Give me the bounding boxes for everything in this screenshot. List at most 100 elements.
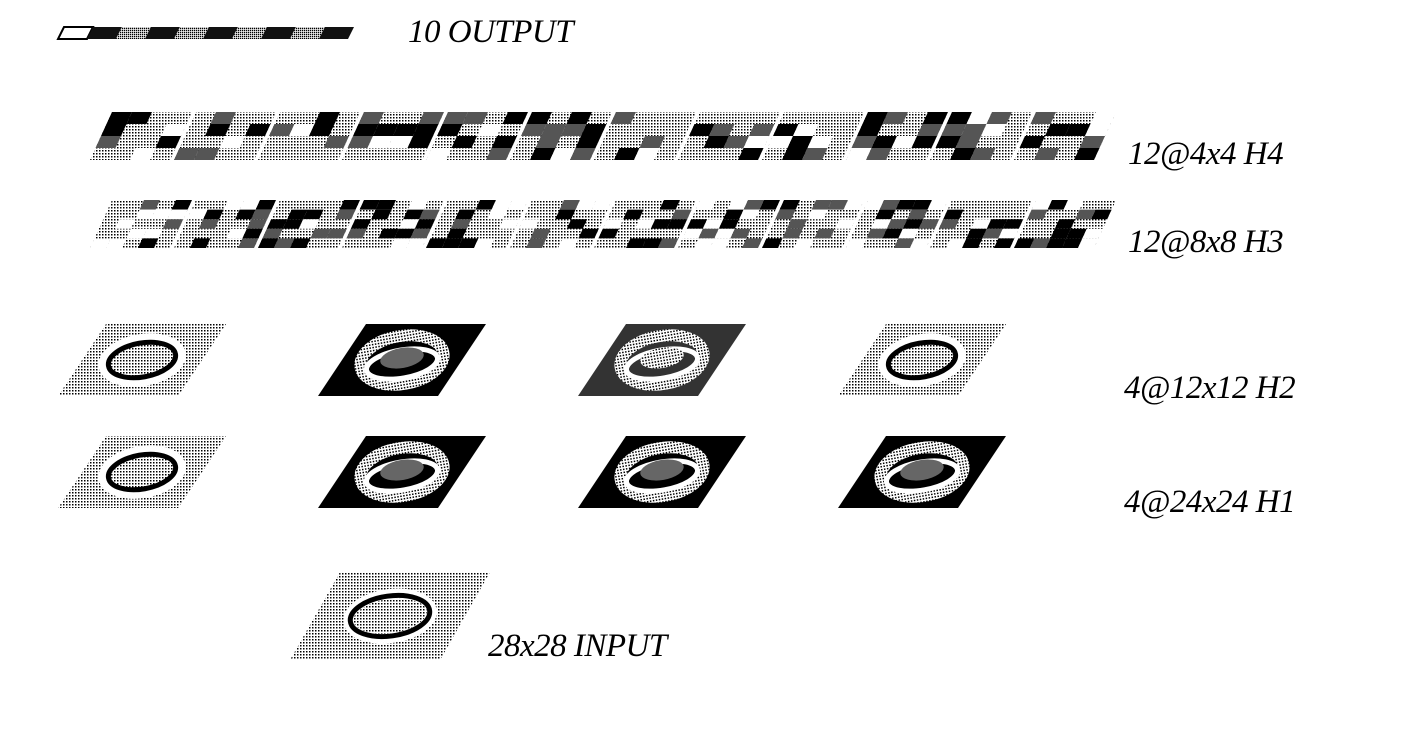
output-unit xyxy=(116,27,151,39)
feature-map-cell xyxy=(634,219,656,229)
feature-map-cell xyxy=(367,136,393,148)
feature-map-cell xyxy=(955,136,981,148)
feature-map-cell xyxy=(694,238,715,248)
feature-map-cell xyxy=(95,136,121,148)
feature-map-cell xyxy=(1078,238,1099,248)
feature-map-cell xyxy=(246,219,268,229)
feature-map-cell xyxy=(518,219,540,229)
feature-map-cell xyxy=(426,148,452,160)
feature-map-cell xyxy=(1075,209,1096,220)
output-unit xyxy=(174,27,209,39)
feature-map-cell xyxy=(961,124,987,136)
feature-map-cell xyxy=(477,124,503,136)
h4-layer-label: 12@4x4 H4 xyxy=(1128,136,1284,172)
h1-layer-label: 4@24x24 H1 xyxy=(1124,484,1296,520)
feature-map-cell xyxy=(139,200,160,210)
feature-map-cell xyxy=(487,209,508,220)
feature-map-cell xyxy=(375,200,396,210)
feature-map-cell xyxy=(555,209,576,220)
output-unit xyxy=(56,26,95,40)
feature-map-cell xyxy=(223,200,244,210)
h3-feature-map xyxy=(258,200,360,248)
feature-map-cell xyxy=(610,112,636,124)
ring-center xyxy=(900,459,944,481)
h1-feature-map xyxy=(578,436,746,508)
feature-map-cell xyxy=(130,148,156,160)
feature-map-cell xyxy=(851,136,877,148)
h4-feature-map xyxy=(342,112,444,160)
h1-feature-map xyxy=(838,436,1006,508)
h4-feature-map xyxy=(1014,112,1116,160)
feature-map-cell xyxy=(886,219,908,229)
h3-feature-map xyxy=(762,200,864,248)
feature-map-cell xyxy=(578,228,599,239)
h2-feature-map xyxy=(838,324,1006,396)
feature-map-cell xyxy=(507,200,528,210)
feature-map-background xyxy=(58,324,226,396)
feature-map-cell xyxy=(203,209,224,220)
h3-layer xyxy=(90,200,1116,248)
feature-map-cell xyxy=(566,112,592,124)
feature-map-cell xyxy=(998,228,1019,239)
feature-map-cell xyxy=(155,136,181,148)
feature-map-cell xyxy=(274,238,295,248)
feature-map-cell xyxy=(458,238,479,248)
h4-feature-map xyxy=(678,112,780,160)
feature-map-cell xyxy=(898,228,919,239)
feature-map-cell xyxy=(1079,136,1105,148)
feature-map-cell xyxy=(730,228,751,239)
output-unit xyxy=(261,27,296,39)
feature-map-cell xyxy=(1050,228,1071,239)
h3-feature-map xyxy=(174,200,276,248)
feature-map-cell xyxy=(907,209,928,220)
feature-map-cell xyxy=(695,200,716,210)
ring-feature xyxy=(885,339,959,381)
h2-layer xyxy=(58,324,1006,396)
feature-map-cell xyxy=(946,238,967,248)
feature-map-cell xyxy=(187,209,208,220)
ring-glow xyxy=(874,441,970,503)
feature-map-cell xyxy=(1065,124,1091,136)
feature-map-cell xyxy=(190,238,211,248)
feature-map-cell xyxy=(1054,219,1076,229)
feature-map-cell xyxy=(742,238,763,248)
feature-map-cell xyxy=(743,200,764,210)
feature-map-cell xyxy=(994,238,1015,248)
feature-map-cell xyxy=(882,112,908,124)
ring-center xyxy=(640,459,684,481)
feature-map-cell xyxy=(935,136,961,148)
feature-map-cell xyxy=(879,200,900,210)
feature-map-cell xyxy=(289,124,315,136)
feature-map-cell xyxy=(387,136,413,148)
h3-feature-map xyxy=(342,200,444,248)
feature-map-cell xyxy=(575,136,601,148)
feature-map-cell xyxy=(786,219,808,229)
feature-map-cell xyxy=(866,148,892,160)
feature-map-cell xyxy=(451,136,477,148)
feature-map-cell xyxy=(521,124,547,136)
h3-feature-map xyxy=(846,200,948,248)
feature-map-cell xyxy=(703,136,729,148)
ring-feature xyxy=(105,451,179,493)
feature-map-cell xyxy=(1002,219,1024,229)
feature-map-cell xyxy=(266,219,288,229)
feature-map-cell xyxy=(442,238,463,248)
feature-map-cell xyxy=(1027,209,1048,220)
feature-map-cell xyxy=(198,219,220,229)
feature-map-cell xyxy=(918,219,940,229)
feature-map-cell xyxy=(714,228,735,239)
ring-glow xyxy=(354,441,450,503)
feature-map-cell xyxy=(634,148,660,160)
feature-map-cell xyxy=(491,136,517,148)
feature-map-cell xyxy=(323,136,349,148)
feature-map-cell xyxy=(498,219,520,229)
h4-feature-map xyxy=(846,112,948,160)
feature-map-cell xyxy=(171,200,192,210)
feature-map-cell xyxy=(151,209,172,220)
feature-map-cell xyxy=(843,200,864,210)
feature-map-cell xyxy=(910,238,931,248)
feature-map-cell xyxy=(894,238,915,248)
feature-map-cell xyxy=(335,209,356,220)
feature-map-cell xyxy=(871,136,897,148)
